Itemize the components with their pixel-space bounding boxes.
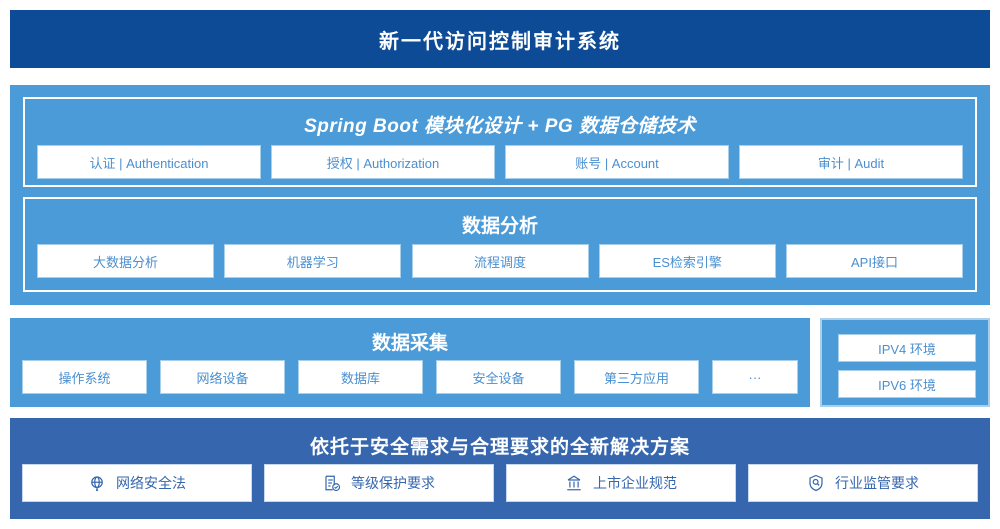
- card-cybersecurity-law[interactable]: 网络安全法: [22, 464, 252, 502]
- platform-section: Spring Boot 模块化设计 + PG 数据仓储技术 认证 | Authe…: [10, 85, 990, 305]
- document-check-icon: [323, 474, 341, 492]
- card-big-data-analysis[interactable]: 大数据分析: [37, 244, 214, 278]
- module-card-row: 认证 | Authentication 授权 | Authorization 账…: [25, 145, 975, 179]
- header-bar: 新一代访问控制审计系统: [10, 10, 990, 68]
- card-authorization[interactable]: 授权 | Authorization: [271, 145, 495, 179]
- module-design-box: Spring Boot 模块化设计 + PG 数据仓储技术 认证 | Authe…: [23, 97, 977, 187]
- ip-environment-section: IPV4 环境 IPV6 环境: [820, 318, 990, 407]
- solution-section: 依托于安全需求与合理要求的全新解决方案 网络安全法: [10, 418, 990, 519]
- shield-search-icon: [807, 474, 825, 492]
- card-process-scheduling[interactable]: 流程调度: [411, 244, 589, 278]
- card-classified-protection[interactable]: 等级保护要求: [264, 464, 494, 502]
- data-collection-card-row: 操作系统 网络设备 数据库 安全设备 第三方应用 ···: [10, 360, 810, 394]
- card-more-ellipsis[interactable]: ···: [712, 360, 798, 394]
- card-security-device[interactable]: 安全设备: [436, 360, 561, 394]
- card-industry-regulation[interactable]: 行业监管要求: [748, 464, 978, 502]
- data-analysis-card-row: 大数据分析 机器学习 流程调度 ES检索引擎 API接口: [25, 244, 975, 278]
- card-label: 网络安全法: [116, 475, 186, 491]
- card-ipv6-environment[interactable]: IPV6 环境: [838, 370, 976, 398]
- card-operating-system[interactable]: 操作系统: [22, 360, 147, 394]
- solution-title: 依托于安全需求与合理要求的全新解决方案: [309, 437, 690, 458]
- bank-icon: [565, 474, 583, 492]
- card-network-device[interactable]: 网络设备: [160, 360, 285, 394]
- card-label: 上市企业规范: [593, 475, 677, 491]
- solution-card-row: 网络安全法 等级保护要求: [10, 464, 990, 502]
- card-listed-enterprise-standard[interactable]: 上市企业规范: [506, 464, 736, 502]
- card-account[interactable]: 账号 | Account: [505, 145, 729, 179]
- data-analysis-box: 数据分析 大数据分析 机器学习 流程调度 ES检索引擎 API接口: [23, 197, 977, 292]
- globe-icon: [88, 474, 106, 492]
- data-collection-title: 数据采集: [371, 333, 448, 354]
- card-third-party-app[interactable]: 第三方应用: [574, 360, 699, 394]
- card-database[interactable]: 数据库: [298, 360, 423, 394]
- page-title: 新一代访问控制审计系统: [379, 30, 621, 53]
- data-analysis-title: 数据分析: [461, 216, 538, 237]
- card-authentication[interactable]: 认证 | Authentication: [37, 145, 261, 179]
- card-label: 等级保护要求: [351, 475, 435, 491]
- card-audit[interactable]: 审计 | Audit: [739, 145, 963, 179]
- card-ipv4-environment[interactable]: IPV4 环境: [838, 334, 976, 362]
- card-api-interface[interactable]: API接口: [786, 244, 963, 278]
- card-machine-learning[interactable]: 机器学习: [224, 244, 402, 278]
- card-label: 行业监管要求: [835, 475, 919, 491]
- card-es-search-engine[interactable]: ES检索引擎: [598, 244, 776, 278]
- module-design-title: Spring Boot 模块化设计 + PG 数据仓储技术: [304, 116, 696, 137]
- data-collection-section: 数据采集 操作系统 网络设备 数据库 安全设备 第三方应用 ···: [10, 318, 810, 407]
